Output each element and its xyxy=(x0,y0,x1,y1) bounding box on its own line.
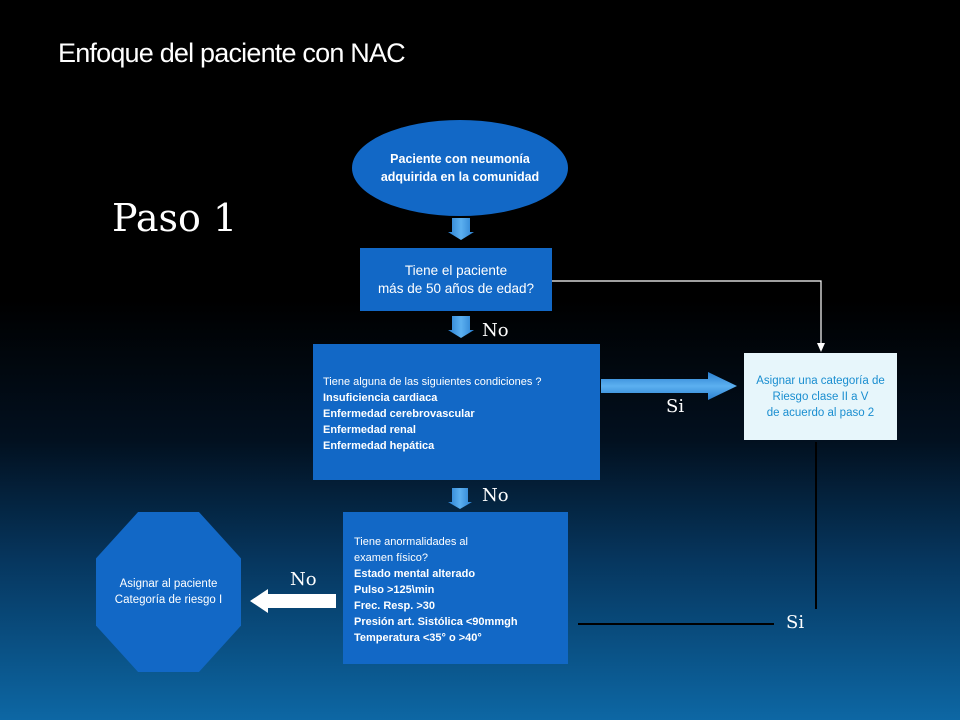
exam-question-line-2: examen físico? xyxy=(354,552,428,564)
risk-assign-line-2: Riesgo clase II a V xyxy=(772,390,869,403)
step-label: Paso 1 xyxy=(112,196,238,240)
start-node-line-2: adquirida en la comunidad xyxy=(380,170,540,184)
label-yes-exam: Si xyxy=(786,612,805,633)
age-question-line-1: Tiene el paciente xyxy=(404,262,508,278)
category-assign-node: Asignar al paciente Categoría de riesgo … xyxy=(96,512,241,672)
label-yes-conditions: Si xyxy=(666,396,685,417)
risk-assign-line-1: Asignar una categoría de xyxy=(756,374,885,387)
category-assign-line-2: Categoría de riesgo I xyxy=(114,594,223,606)
label-no-conditions: No xyxy=(482,485,509,506)
exam-item: Frec. Resp. >30 xyxy=(354,600,436,612)
risk-assign-node: Asignar una categoría de Riesgo clase II… xyxy=(744,353,897,440)
age-question-node: Tiene el paciente más de 50 años de edad… xyxy=(360,248,552,311)
arrow-exam-to-category xyxy=(250,589,336,613)
exam-item: Presión art. Sistólica <90mmgh xyxy=(354,616,518,628)
arrow-conditions-to-risk xyxy=(601,372,737,400)
conditions-node: Tiene alguna de las siguientes condicion… xyxy=(313,344,600,480)
arrow-conditions-to-exam xyxy=(448,488,472,509)
slide-title: Enfoque del paciente con NAC xyxy=(58,38,406,68)
condition-item: Enfermedad hepática xyxy=(323,440,435,452)
line-age-to-risk xyxy=(552,280,822,345)
condition-item: Enfermedad renal xyxy=(323,424,416,436)
exam-item: Temperatura <35° o >40° xyxy=(354,632,482,644)
exam-question-line-1: Tiene anormalidades al xyxy=(354,536,468,548)
condition-item: Insuficiencia cardiaca xyxy=(323,392,438,404)
label-no-exam: No xyxy=(290,569,317,590)
condition-item: Enfermedad cerebrovascular xyxy=(323,408,475,420)
conditions-question: Tiene alguna de las siguientes condicion… xyxy=(323,376,542,388)
exam-item: Pulso >125\min xyxy=(354,584,435,596)
exam-item: Estado mental alterado xyxy=(354,568,476,580)
risk-assign-line-3: de acuerdo al paso 2 xyxy=(766,406,875,419)
arrow-age-to-conditions xyxy=(448,316,474,338)
age-question-line-2: más de 50 años de edad? xyxy=(377,280,535,296)
category-assign-line-1: Asignar al paciente xyxy=(119,578,218,590)
label-no-age: No xyxy=(482,320,509,341)
exam-node: Tiene anormalidades al examen físico? Es… xyxy=(343,512,568,664)
start-node: Paciente con neumonía adquirida en la co… xyxy=(352,120,568,216)
start-node-line-1: Paciente con neumonía xyxy=(390,152,530,166)
arrow-start-to-age xyxy=(448,218,474,240)
